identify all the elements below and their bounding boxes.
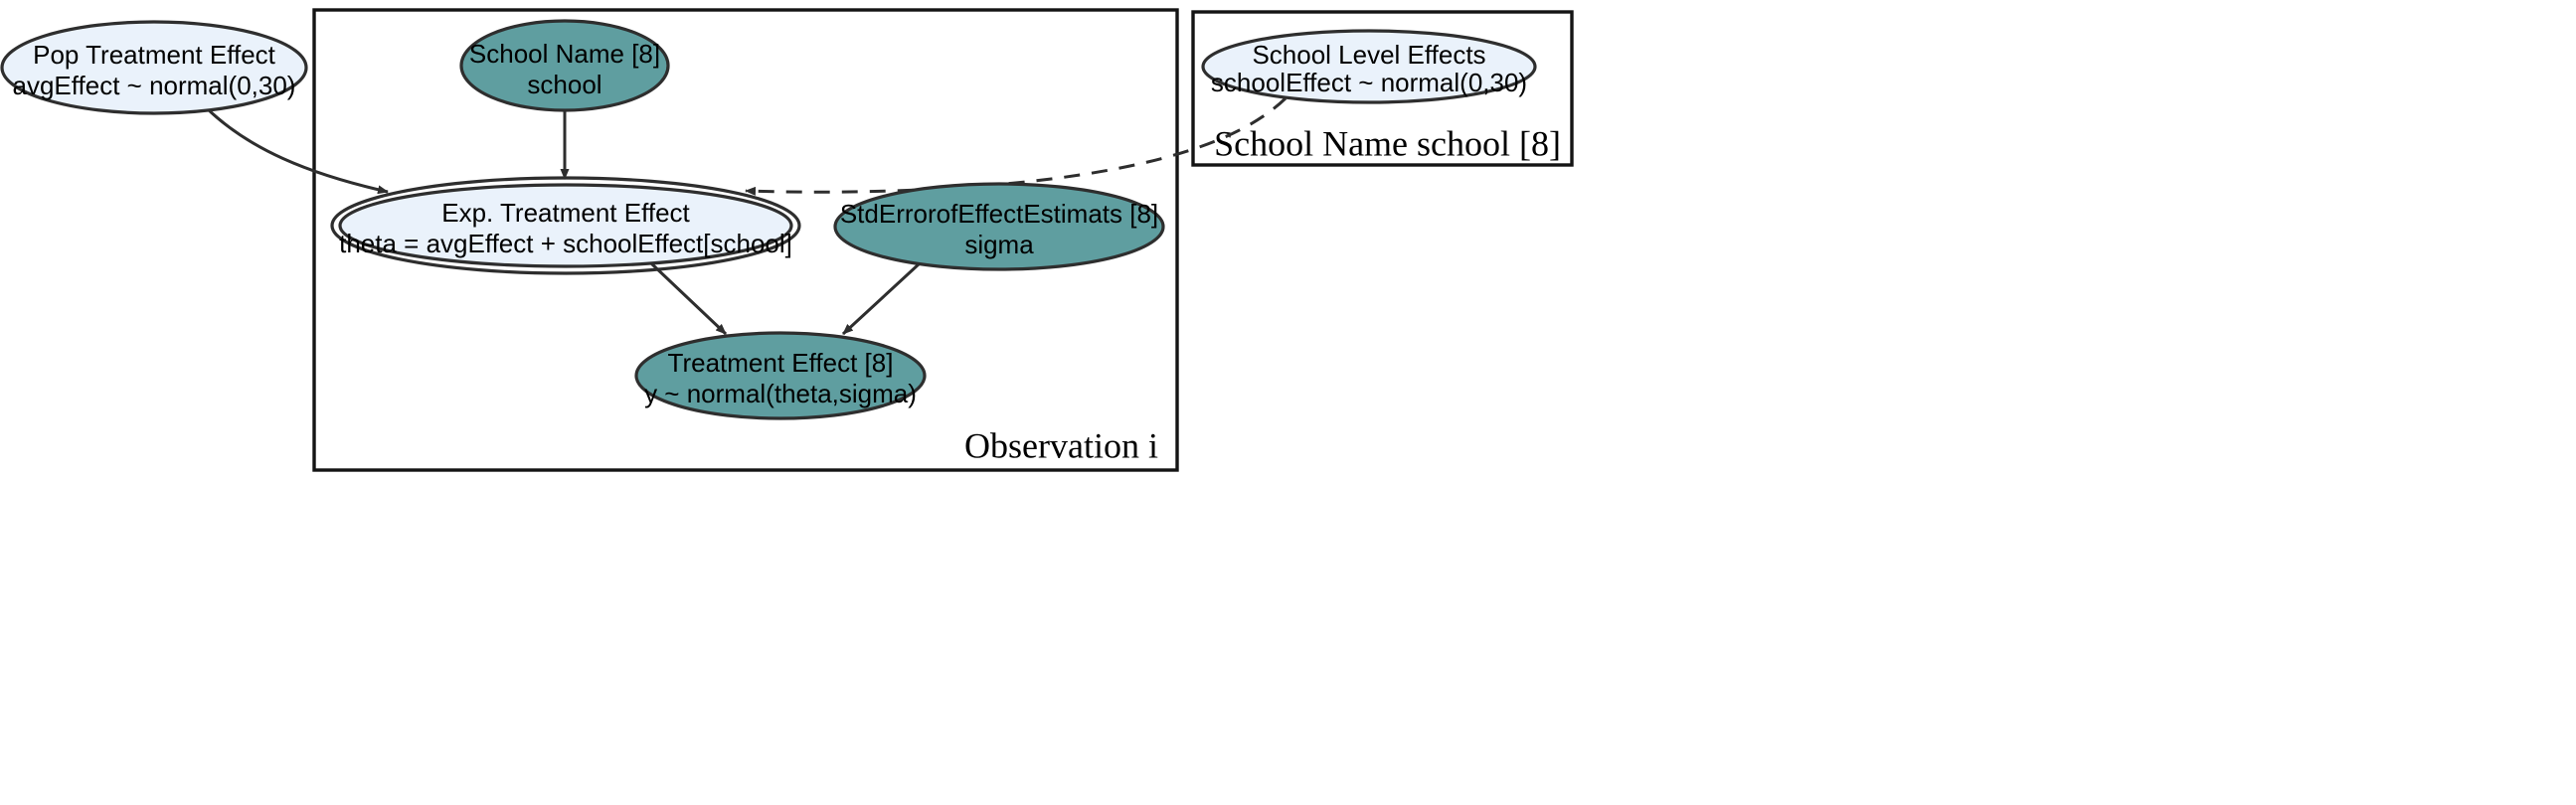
node-school-level-effects-line2: schoolEffect ~ normal(0,30) bbox=[1211, 68, 1527, 97]
node-school-name-line2: school bbox=[527, 70, 601, 99]
node-std-error-of-effect-estimates-line2: sigma bbox=[964, 230, 1034, 259]
node-pop-treatment-effect[interactable]: Pop Treatment Effect avgEffect ~ normal(… bbox=[0, 20, 308, 115]
node-exp-treatment-effect-line1: Exp. Treatment Effect bbox=[441, 198, 690, 228]
node-std-error-of-effect-estimates-shape[interactable] bbox=[833, 182, 1165, 271]
node-treatment-effect-line2: y ~ normal(theta,sigma) bbox=[644, 379, 917, 408]
node-pop-treatment-effect-line2: avgEffect ~ normal(0,30) bbox=[13, 71, 296, 100]
node-treatment-effect[interactable]: Treatment Effect [8] y ~ normal(theta,si… bbox=[634, 331, 927, 420]
node-school-name[interactable]: School Name [8] school bbox=[459, 19, 670, 112]
plate-observation-label: Observation i bbox=[964, 425, 1158, 465]
edge-theta-to-y bbox=[649, 261, 728, 336]
plate-school: School Name school [8] bbox=[1191, 10, 1574, 167]
plate-school-label: School Name school [8] bbox=[1214, 123, 1561, 163]
node-exp-treatment-effect-shape[interactable] bbox=[338, 183, 793, 268]
edge-avgeffect-to-theta bbox=[204, 105, 389, 195]
edge-schooleffect-to-theta bbox=[745, 96, 1288, 196]
edge-sigma-to-y bbox=[841, 261, 922, 336]
node-treatment-effect-shape[interactable] bbox=[634, 331, 927, 420]
plate-observation-rect bbox=[312, 8, 1179, 472]
node-school-name-shape[interactable] bbox=[459, 19, 670, 112]
node-pop-treatment-effect-shape[interactable] bbox=[0, 20, 308, 115]
node-exp-treatment-effect[interactable]: Exp. Treatment Effect theta = avgEffect … bbox=[330, 176, 801, 275]
node-std-error-of-effect-estimates-line1: StdErrorofEffectEstimats [8] bbox=[840, 199, 1158, 229]
node-school-level-effects-line1: School Level Effects bbox=[1252, 40, 1485, 70]
plate-school-rect bbox=[1191, 10, 1574, 167]
node-school-level-effects-shape[interactable] bbox=[1201, 29, 1537, 104]
plate-observation: Observation i bbox=[312, 8, 1179, 472]
node-treatment-effect-line1: Treatment Effect [8] bbox=[668, 348, 894, 378]
node-pop-treatment-effect-line1: Pop Treatment Effect bbox=[33, 40, 276, 70]
node-exp-treatment-effect-line2: theta = avgEffect + schoolEffect[school] bbox=[339, 229, 792, 258]
node-school-level-effects[interactable]: School Level Effects schoolEffect ~ norm… bbox=[1201, 29, 1537, 104]
node-std-error-of-effect-estimates[interactable]: StdErrorofEffectEstimats [8] sigma bbox=[833, 182, 1165, 271]
node-exp-treatment-effect-outer-shape bbox=[330, 176, 801, 275]
node-school-name-line1: School Name [8] bbox=[469, 39, 660, 69]
